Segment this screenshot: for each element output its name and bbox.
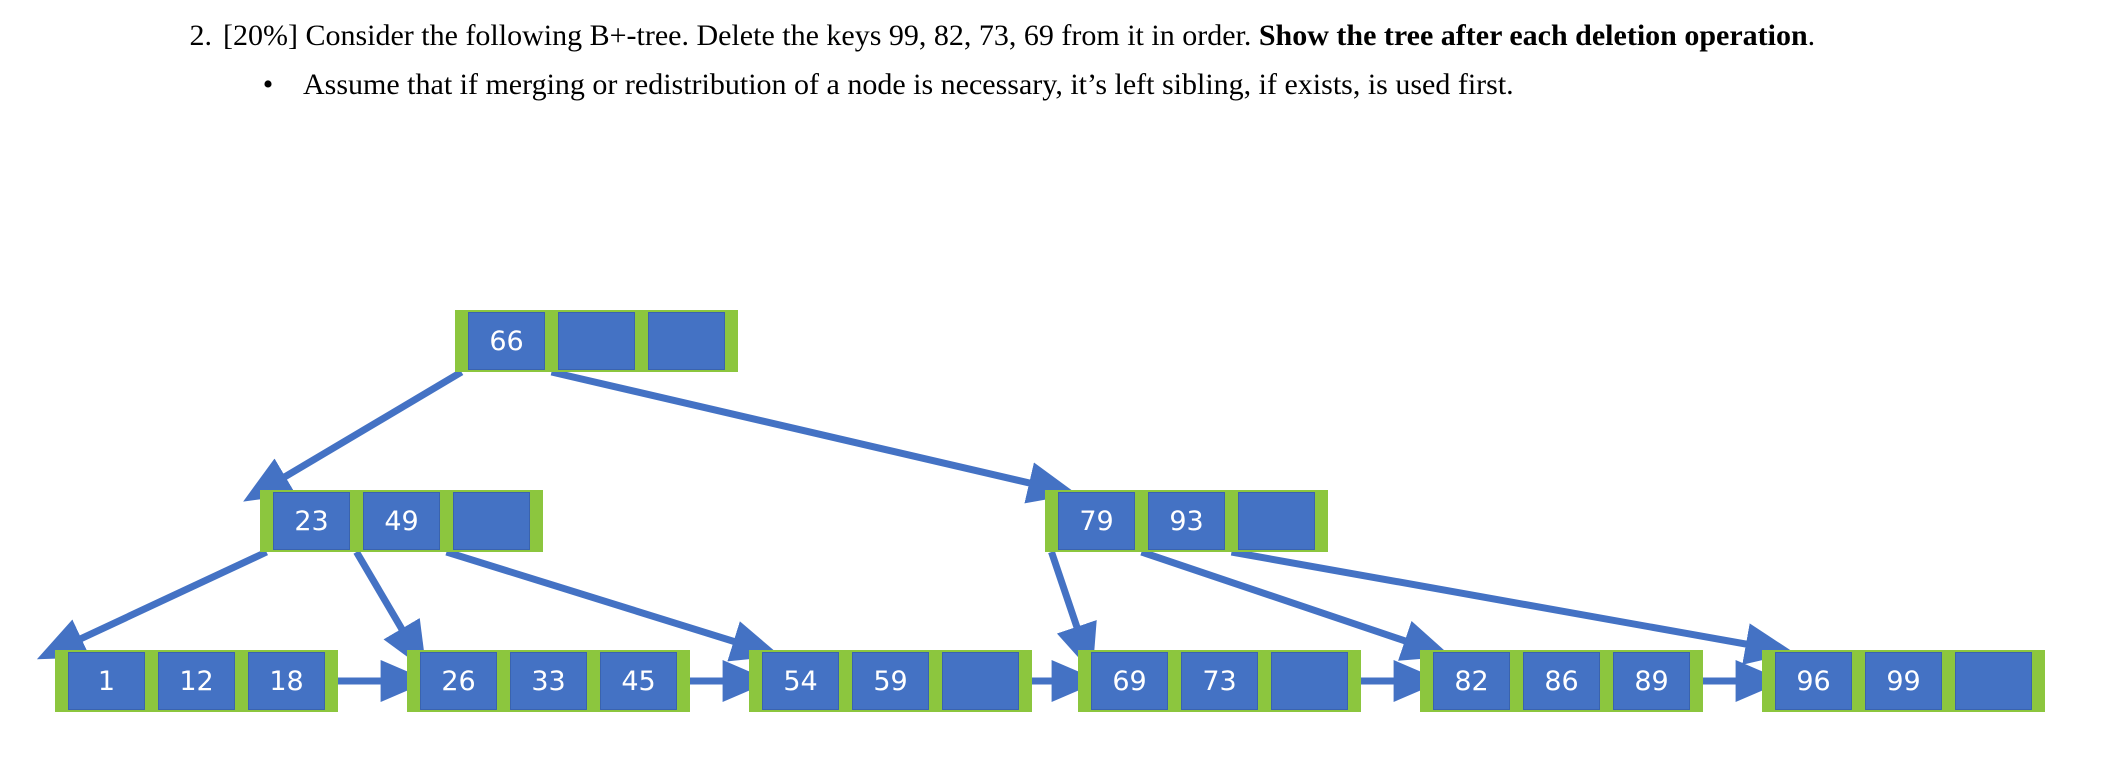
question-item: 2. [20%] Consider the following B+-tree.… [0, 0, 2114, 57]
edge-internal-left-to-leaf-3 [445, 548, 781, 662]
question-text-suffix: . [1807, 19, 1816, 52]
pointer-cell [55, 650, 68, 712]
pointer-cell [1225, 490, 1238, 552]
pointer-cell [929, 650, 942, 712]
key-cell: 69 [1091, 652, 1168, 710]
key-cell: 26 [420, 652, 497, 710]
pointer-cell [350, 490, 363, 552]
pointer-cell [839, 650, 852, 712]
question-text-prefix: [20%] Consider the following B+-tree. De… [223, 19, 1259, 52]
key-cell: 82 [1433, 652, 1510, 710]
pointer-cell [2032, 650, 2045, 712]
key-cell: 59 [852, 652, 929, 710]
edge-internal-right-to-leaf-5 [1140, 548, 1452, 661]
pointer-cell [1078, 650, 1091, 712]
key-cell: 23 [273, 492, 350, 550]
pointer-cell [1019, 650, 1032, 712]
key-cell: 89 [1613, 652, 1690, 710]
pointer-cell [1690, 650, 1703, 712]
key-cell: 73 [1181, 652, 1258, 710]
pointer-cell [635, 310, 648, 372]
pointer-cell [407, 650, 420, 712]
edge-internal-right-to-leaf-4 [1048, 550, 1097, 674]
key-cell [1271, 652, 1348, 710]
key-cell [648, 312, 725, 370]
pointer-cell [530, 490, 543, 552]
key-cell: 93 [1148, 492, 1225, 550]
bullet-icon: • [262, 68, 274, 101]
edge-internal-left-to-leaf-2 [353, 550, 427, 671]
key-cell: 49 [363, 492, 440, 550]
pointer-cell [1420, 650, 1433, 712]
pointer-cell [1168, 650, 1181, 712]
pointer-cell [235, 650, 248, 712]
key-cell: 66 [468, 312, 545, 370]
question-text: [20%] Consider the following B+-tree. De… [223, 14, 1815, 57]
pointer-cell [497, 650, 510, 712]
pointer-cell [1135, 490, 1148, 552]
key-cell: 45 [600, 652, 677, 710]
pointer-cell [1348, 650, 1361, 712]
question-text-bold: Show the tree after each deletion operat… [1258, 19, 1808, 52]
key-cell: 1 [68, 652, 145, 710]
pointer-cell [749, 650, 762, 712]
edge-internal-left-to-leaf-1 [36, 548, 268, 660]
pointer-cell [1315, 490, 1328, 552]
bullet-text: Assume that if merging or redistribution… [303, 68, 1514, 101]
pointer-cell [1942, 650, 1955, 712]
pointer-cell [1510, 650, 1523, 712]
key-cell: 54 [762, 652, 839, 710]
key-cell: 33 [510, 652, 587, 710]
pointer-cell [677, 650, 690, 712]
tree-node-root: 66 [455, 310, 738, 372]
pointer-cell [1762, 650, 1775, 712]
pointer-cell [1045, 490, 1058, 552]
key-cell: 79 [1058, 492, 1135, 550]
pointer-cell [260, 490, 273, 552]
pointer-cell [1258, 650, 1271, 712]
key-cell: 96 [1775, 652, 1852, 710]
question-bullet-item: • Assume that if merging or redistributi… [0, 57, 2114, 106]
pointer-cell [440, 490, 453, 552]
question-number: 2. [189, 19, 213, 52]
question-block: 2. [20%] Consider the following B+-tree.… [0, 0, 2114, 106]
edge-internal-right-to-leaf-6 [1230, 548, 1795, 665]
edge-root-to-internal-right [550, 368, 1077, 504]
key-cell [1238, 492, 1315, 550]
key-cell [1955, 652, 2032, 710]
key-cell: 12 [158, 652, 235, 710]
pointer-cell [1600, 650, 1613, 712]
key-cell [453, 492, 530, 550]
pointer-cell [325, 650, 338, 712]
key-cell: 86 [1523, 652, 1600, 710]
key-cell: 18 [248, 652, 325, 710]
key-cell: 99 [1865, 652, 1942, 710]
key-cell [942, 652, 1019, 710]
pointer-cell [587, 650, 600, 712]
pointer-cell [545, 310, 558, 372]
pointer-cell [1852, 650, 1865, 712]
pointer-cell [145, 650, 158, 712]
parent-child-edges [36, 368, 1795, 674]
pointer-cell [455, 310, 468, 372]
pointer-cell [725, 310, 738, 372]
edge-root-to-internal-left [243, 368, 464, 502]
key-cell [558, 312, 635, 370]
